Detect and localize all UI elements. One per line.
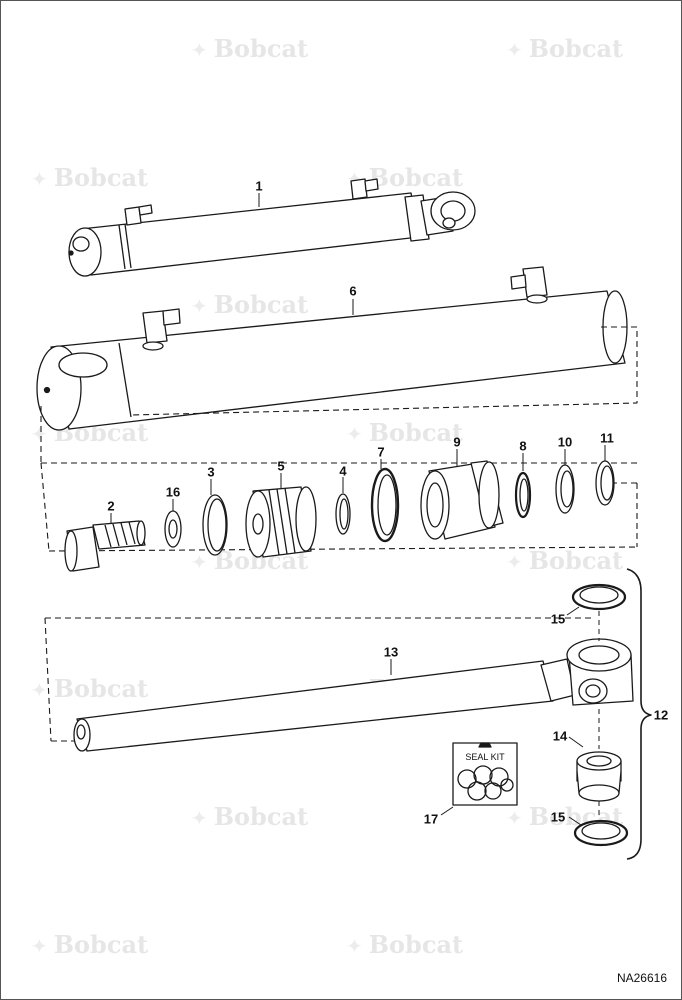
document-id: NA26616	[616, 971, 667, 985]
watermark: ✦Bobcat	[506, 34, 624, 63]
seal-kit	[452, 742, 518, 806]
callout-6: 6	[349, 283, 357, 299]
backup-ring	[595, 460, 615, 506]
bushing-bottom	[573, 819, 629, 847]
watermark: ✦Bobcat	[346, 930, 464, 959]
callout-15-top: 15	[550, 611, 566, 627]
callout-16: 16	[165, 484, 181, 500]
callout-9: 9	[453, 434, 461, 450]
assembled-cylinder	[68, 178, 476, 277]
callout-3: 3	[207, 464, 215, 480]
callout-12: 12	[653, 707, 669, 723]
callout-10: 10	[557, 434, 573, 450]
washer	[164, 510, 182, 548]
callout-1: 1	[255, 178, 263, 194]
rod	[73, 638, 634, 752]
watermark: ✦Bobcat	[191, 34, 309, 63]
callout-4: 4	[339, 463, 347, 479]
bushing-top	[571, 583, 627, 611]
watermark: ✦Bobcat	[191, 290, 309, 319]
bracket	[626, 568, 652, 860]
callout-8: 8	[519, 438, 527, 454]
piston-seal	[370, 467, 400, 543]
gland	[420, 460, 504, 540]
watermark: ✦Bobcat	[31, 163, 149, 192]
callout-14: 14	[552, 728, 568, 744]
rod-seal	[514, 471, 532, 519]
leader-lines	[110, 193, 606, 826]
callout-17: 17	[423, 811, 439, 827]
callout-2: 2	[107, 498, 115, 514]
watermark: ✦Bobcat	[191, 802, 309, 831]
spherical-bearing	[576, 751, 622, 802]
watermark: ✦Bobcat	[506, 546, 624, 575]
assembly-boundary	[40, 326, 638, 742]
callout-7: 7	[377, 444, 385, 460]
watermark: ✦Bobcat	[31, 674, 149, 703]
seal-ring	[202, 494, 228, 556]
callout-13: 13	[383, 644, 399, 660]
bolt	[64, 520, 146, 572]
callout-11: 11	[600, 430, 614, 446]
watermark: ✦Bobcat	[346, 418, 464, 447]
callout-15-bottom: 15	[550, 809, 566, 825]
seal-kit-label: SEAL KIT	[465, 752, 505, 762]
wiper-seal	[555, 464, 575, 514]
piston	[245, 486, 317, 558]
o-ring	[335, 493, 351, 535]
callout-5: 5	[277, 458, 285, 474]
watermark: ✦Bobcat	[31, 930, 149, 959]
